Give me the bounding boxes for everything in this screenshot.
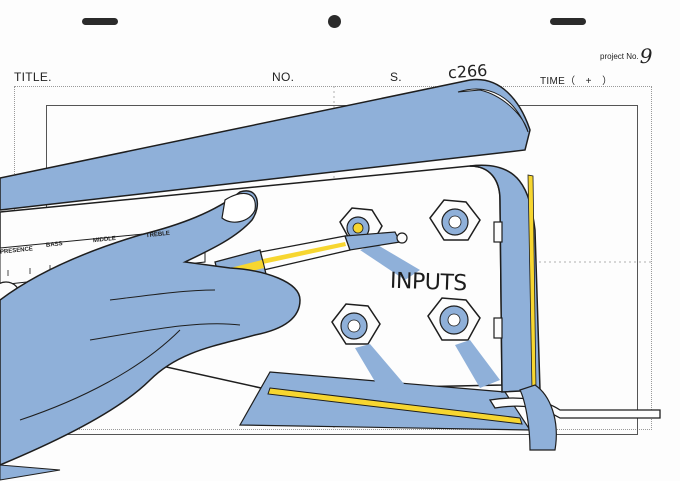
side-bracket-upper bbox=[493, 221, 503, 243]
header-time-label: TIME（ + ） bbox=[540, 76, 613, 87]
header-s-label: S. bbox=[390, 70, 402, 84]
wrist bbox=[0, 464, 61, 481]
amp-top-highlight bbox=[457, 88, 529, 133]
jack-top-right bbox=[429, 199, 481, 241]
hand-crease-3 bbox=[89, 323, 241, 341]
plug-end bbox=[396, 232, 408, 244]
project-mark-number: 9 bbox=[639, 44, 653, 68]
jack-shadow-3 bbox=[455, 340, 500, 388]
thumb-nail bbox=[221, 192, 256, 223]
plug-shaft-highlight bbox=[258, 242, 346, 265]
side-bracket-lower bbox=[493, 317, 503, 339]
hand bbox=[0, 190, 301, 466]
jack-shadow-1 bbox=[360, 244, 420, 280]
amp-top-panel bbox=[0, 78, 531, 211]
project-mark: project No.9 bbox=[600, 44, 652, 68]
jack-bottom-left bbox=[331, 303, 381, 345]
hand-crease-2 bbox=[109, 289, 216, 301]
project-mark-text: project No. bbox=[600, 52, 639, 61]
hand-crease-1 bbox=[19, 329, 181, 421]
peg-hole-left bbox=[82, 18, 118, 25]
amp-side-panel bbox=[469, 164, 541, 393]
inputs-label: INPUTS bbox=[389, 268, 468, 297]
jack-bottom-right bbox=[427, 297, 481, 341]
peg-hole-center bbox=[328, 15, 341, 28]
cable-shadow bbox=[519, 384, 557, 451]
header-no-label: NO. bbox=[272, 70, 295, 84]
peg-hole-right bbox=[550, 18, 586, 25]
amp-bottom-yellow-edge bbox=[267, 387, 523, 425]
header-title-label: TITLE. bbox=[14, 70, 52, 84]
jack-shadow-2 bbox=[355, 344, 405, 390]
